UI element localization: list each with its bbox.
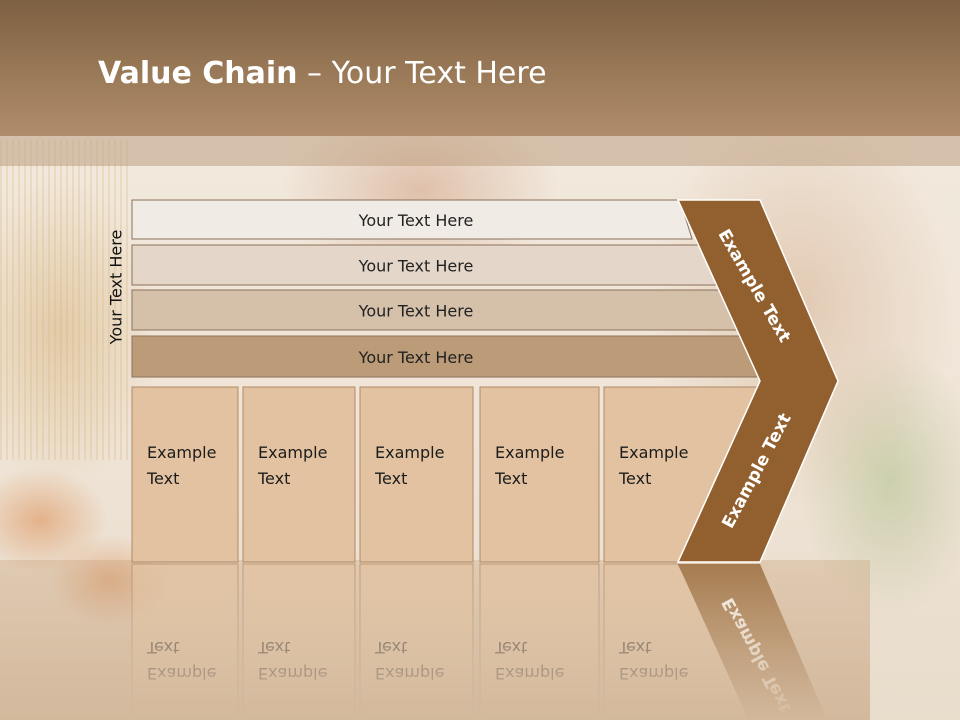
column-box-reflection [131, 563, 239, 720]
row-label: Your Text Here [358, 348, 474, 367]
row-label: Your Text Here [358, 302, 474, 321]
column-label-reflection: Text [374, 638, 407, 657]
column-label-reflection: Text [146, 638, 179, 657]
column-label-reflection: Text [257, 638, 290, 657]
column-label: Text [494, 469, 527, 488]
row-label: Your Text Here [358, 257, 474, 276]
column-box[interactable] [359, 386, 474, 563]
chevron-arrow[interactable] [676, 199, 839, 563]
row-label: Your Text Here [358, 211, 474, 230]
column-label: Example [147, 443, 216, 462]
column-label-reflection: Text [618, 638, 651, 657]
column-label-reflection: Example [147, 664, 216, 683]
column-box-reflection [242, 563, 356, 720]
chevron-arrow-reflection [678, 564, 828, 720]
slide-title-bold: Value Chain [98, 56, 298, 91]
column-label-reflection: Text [494, 638, 527, 657]
column-box-reflection [479, 563, 600, 720]
column-label: Example [495, 443, 564, 462]
column-label: Example [258, 443, 327, 462]
slide-title[interactable]: Value Chain – Your Text Here [98, 54, 547, 94]
title-band-strip [0, 136, 960, 166]
column-label-reflection: Example [495, 664, 564, 683]
column-label: Text [146, 469, 179, 488]
column-label-reflection: Example [375, 664, 444, 683]
background-pasta [0, 140, 130, 460]
column-box[interactable] [131, 386, 239, 563]
row-bar[interactable] [131, 199, 693, 240]
column-label: Example [619, 443, 688, 462]
title-band [0, 0, 960, 136]
column-label: Text [257, 469, 290, 488]
column-box[interactable] [242, 386, 356, 563]
column-box-reflection [359, 563, 474, 720]
column-label-reflection: Example [619, 664, 688, 683]
slide-title-rest: – Your Text Here [297, 56, 547, 91]
column-label: Example [375, 443, 444, 462]
column-label: Text [374, 469, 407, 488]
column-box[interactable] [479, 386, 600, 563]
column-label-reflection: Example [258, 664, 327, 683]
column-label: Text [618, 469, 651, 488]
